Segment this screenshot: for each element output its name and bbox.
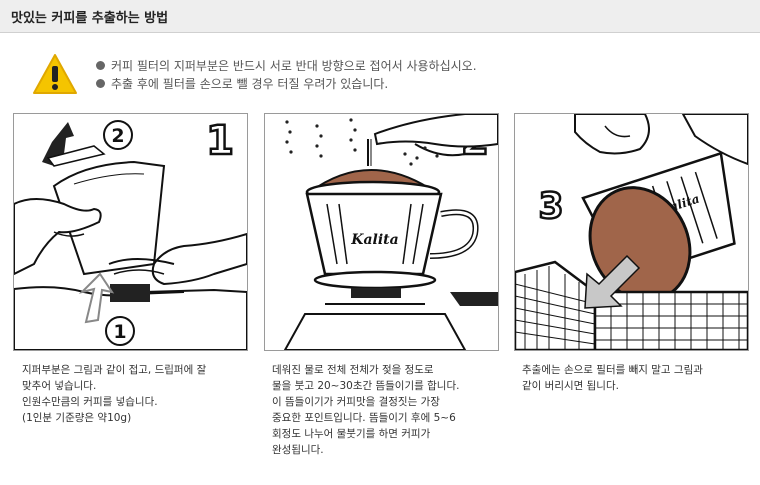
caption-line: 같이 버리시면 됩니다. <box>522 380 619 392</box>
bullet-icon <box>96 61 105 70</box>
warning-icon <box>33 54 77 94</box>
page-header: 맛있는 커피를 추출하는 방법 <box>0 0 760 33</box>
notice-list: 커피 필터의 지퍼부분은 반드시 서로 반대 방향으로 접어서 사용하십시오. … <box>96 57 477 93</box>
step-number: 3 <box>538 186 563 227</box>
caption-line: 맞추어 넣습니다. <box>22 380 97 392</box>
step-2-illustration: 2 Kalita <box>264 113 499 351</box>
step-number: 1 <box>206 118 234 164</box>
caption-line: 완성됩니다. <box>272 444 324 456</box>
notice-text: 커피 필터의 지퍼부분은 반드시 서로 반대 방향으로 접어서 사용하십시오. <box>111 59 477 73</box>
marker-circle <box>105 316 135 346</box>
caption-line: 데워진 물로 전체 전체가 젖을 정도로 <box>272 364 434 376</box>
step-1-illustration: 1 2 1 <box>13 113 248 351</box>
down-arrow-icon <box>584 254 641 309</box>
notice-text: 추출 후에 필터를 손으로 뺄 경우 터질 우려가 있습니다. <box>111 77 389 91</box>
brand-label: Kalita <box>350 232 398 248</box>
caption-line: 지퍼부분은 그림과 같이 접고, 드립퍼에 잘 <box>22 364 207 376</box>
step-1-caption: 지퍼부분은 그림과 같이 접고, 드립퍼에 잘 맞추어 넣습니다. 인원수만큼의… <box>22 362 206 426</box>
up-arrow-icon <box>42 122 74 166</box>
caption-line: 인원수만큼의 커피를 넣습니다. <box>22 396 158 408</box>
step-3-caption: 추출에는 손으로 필터를 빼지 말고 그림과 같이 버리시면 됩니다. <box>522 362 703 394</box>
step-marker: 1 <box>113 321 126 343</box>
caption-line: 이 뜸들이기가 커피맛을 결정짓는 가장 <box>272 396 440 408</box>
notice-item: 커피 필터의 지퍼부분은 반드시 서로 반대 방향으로 접어서 사용하십시오. <box>96 57 477 75</box>
caption-line: (1인분 기준량은 약10g) <box>22 412 132 424</box>
notice-item: 추출 후에 필터를 손으로 뺄 경우 터질 우려가 있습니다. <box>96 75 477 93</box>
bullet-icon <box>96 79 105 88</box>
step-3-illustration: Kalita 3 <box>514 113 749 351</box>
caption-line: 중요한 포인트입니다. 뜸들이기 후에 5~6 <box>272 412 456 424</box>
caption-line: 회정도 나누어 물붓기를 하면 커피가 <box>272 428 431 440</box>
step-marker: 2 <box>111 125 124 147</box>
caption-line: 추출에는 손으로 필터를 빼지 말고 그림과 <box>522 364 703 376</box>
marker-circle <box>103 120 133 150</box>
page-title: 맛있는 커피를 추출하는 방법 <box>11 11 169 26</box>
caption-line: 물을 붓고 20~30초간 뜸들이기를 합니다. <box>272 380 460 392</box>
step-2-caption: 데워진 물로 전체 전체가 젖을 정도로 물을 붓고 20~30초간 뜸들이기를… <box>272 362 459 458</box>
